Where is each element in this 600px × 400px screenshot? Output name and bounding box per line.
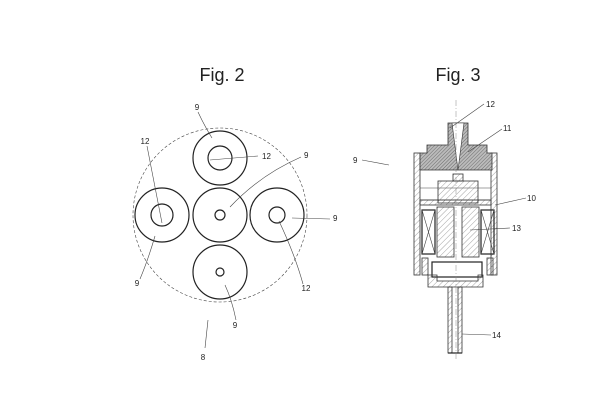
ref-label: 9 <box>233 321 238 330</box>
ref-label: 10 <box>527 194 536 203</box>
ref-label: 9 <box>135 279 140 288</box>
figure-2-title: Fig. 2 <box>199 65 244 85</box>
leader-lines <box>139 111 331 349</box>
element-right <box>249 187 305 243</box>
armature <box>437 180 479 204</box>
armature-pin <box>452 173 464 182</box>
ref-label: 8 <box>201 353 206 362</box>
figure-3: Fig. 3 <box>353 65 536 360</box>
element-center <box>192 187 248 243</box>
leader-lines <box>361 103 527 336</box>
figure-2: Fig. 2 9 12 9 12 9 9 12 9 8 <box>132 65 338 362</box>
housing-wall-left <box>413 152 421 276</box>
figure-3-title: Fig. 3 <box>435 65 480 85</box>
ref-label: 14 <box>492 331 501 340</box>
ref-label: 13 <box>512 224 521 233</box>
element-left <box>134 187 190 243</box>
ref-label: 9 <box>195 103 200 112</box>
coil-right <box>480 209 495 255</box>
nozzle-channel <box>451 122 465 171</box>
lower-cap <box>427 274 484 288</box>
element-bottom <box>192 244 248 300</box>
bundle-outline <box>132 127 308 303</box>
tube-wall-left <box>447 286 453 354</box>
ref-label: 12 <box>262 152 271 161</box>
element-top <box>192 130 248 186</box>
core-left <box>436 206 455 258</box>
coil-left <box>421 209 436 255</box>
ref-label: 9 <box>333 214 338 223</box>
core-right <box>461 206 480 258</box>
ref-label: 12 <box>486 100 495 109</box>
ref-label: 9 <box>304 151 309 160</box>
ref-label: 12 <box>141 137 150 146</box>
piston <box>431 261 483 278</box>
tube-wall-right <box>457 286 463 354</box>
ref-label: 9 <box>353 156 358 165</box>
ref-label: 12 <box>302 284 311 293</box>
ref-label: 11 <box>503 124 512 133</box>
